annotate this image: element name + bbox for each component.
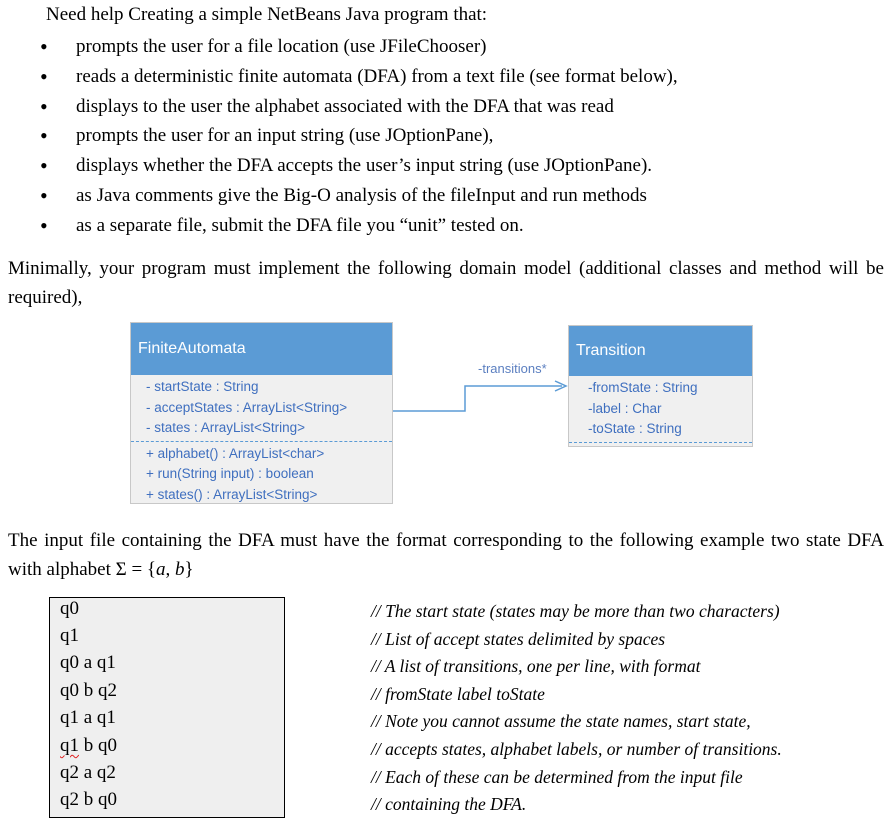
- comment-line: // accepts states, alphabet labels, or n…: [371, 738, 782, 759]
- list-item: displays to the user the alphabet associ…: [40, 92, 678, 122]
- domain-model-paragraph: Minimally, your program must implement t…: [8, 258, 884, 308]
- divider: [569, 441, 752, 443]
- file-comments: // The start state (states may be more t…: [371, 598, 782, 819]
- file-line: q2 b q0: [60, 789, 117, 810]
- comment-line: // Note you cannot assume the state name…: [371, 711, 751, 732]
- file-line: q0 b q2: [60, 680, 117, 701]
- list-item: prompts the user for an input string (us…: [40, 121, 678, 151]
- file-line: q1 a q1: [60, 707, 116, 728]
- file-line: q2 a q2: [60, 762, 116, 783]
- method: + states() : ArrayList<String>: [146, 486, 318, 502]
- comment-line: // containing the DFA.: [371, 794, 527, 815]
- alphabet-symbol: a: [156, 559, 166, 580]
- comment-line: // A list of transitions, one per line, …: [371, 656, 701, 677]
- closing-brace: }: [184, 559, 194, 580]
- comment-line: // The start state (states may be more t…: [371, 601, 780, 621]
- attribute: -label : Char: [588, 400, 662, 416]
- list-item: reads a deterministic finite automata (D…: [40, 62, 678, 92]
- list-item: as Java comments give the Big-O analysis…: [40, 181, 678, 211]
- file-line: q0: [60, 598, 79, 619]
- separator: ,: [165, 559, 176, 580]
- file-line: q1 b q0: [60, 732, 117, 759]
- class-name: Transition: [569, 326, 752, 376]
- class-name: FiniteAutomata: [131, 323, 392, 375]
- class-attributes: -fromState : String -label : Char -toSta…: [569, 376, 752, 440]
- intro-text: Need help Creating a simple NetBeans Jav…: [46, 4, 488, 25]
- spellcheck-word: q1: [60, 735, 79, 756]
- association-label: -transitions*: [478, 361, 547, 376]
- finite-automata-class: FiniteAutomata - startState : String - a…: [130, 322, 393, 504]
- divider: [131, 440, 392, 442]
- format-text: The input file containing the DFA must h…: [8, 530, 884, 580]
- file-line-rest: b q0: [79, 735, 117, 756]
- file-line: q0 a q1: [60, 652, 116, 673]
- class-methods: + alphabet() : ArrayList<char> + run(Str…: [131, 444, 392, 506]
- list-item: displays whether the DFA accepts the use…: [40, 151, 678, 181]
- attribute: - acceptStates : ArrayList<String>: [146, 399, 348, 415]
- arrowhead-icon: [554, 380, 568, 392]
- attribute: - startState : String: [146, 379, 259, 394]
- attribute: -fromState : String: [588, 380, 698, 395]
- transition-class: Transition -fromState : String -label : …: [568, 325, 753, 447]
- method: + alphabet() : ArrayList<char>: [146, 445, 325, 461]
- comment-line: // fromState label toState: [371, 683, 545, 704]
- dfa-file-example: q0 q1 q0 a q1 q0 b q2 q1 a q1 q1 b q0 q2…: [49, 597, 285, 818]
- comment-line: // Each of these can be determined from …: [371, 766, 743, 787]
- requirements-list: prompts the user for a file location (us…: [40, 32, 678, 241]
- comment-line: // List of accept states delimited by sp…: [371, 628, 666, 649]
- method: + run(String input) : boolean: [146, 466, 314, 481]
- file-line: q1: [60, 625, 79, 646]
- class-attributes: - startState : String - acceptStates : A…: [131, 375, 392, 439]
- format-paragraph: The input file containing the DFA must h…: [8, 526, 884, 584]
- attribute: - states : ArrayList<String>: [146, 420, 306, 435]
- alphabet-symbol: b: [175, 559, 185, 580]
- list-item: prompts the user for a file location (us…: [40, 32, 678, 62]
- attribute: -toState : String: [588, 421, 682, 436]
- list-item: as a separate file, submit the DFA file …: [40, 211, 678, 241]
